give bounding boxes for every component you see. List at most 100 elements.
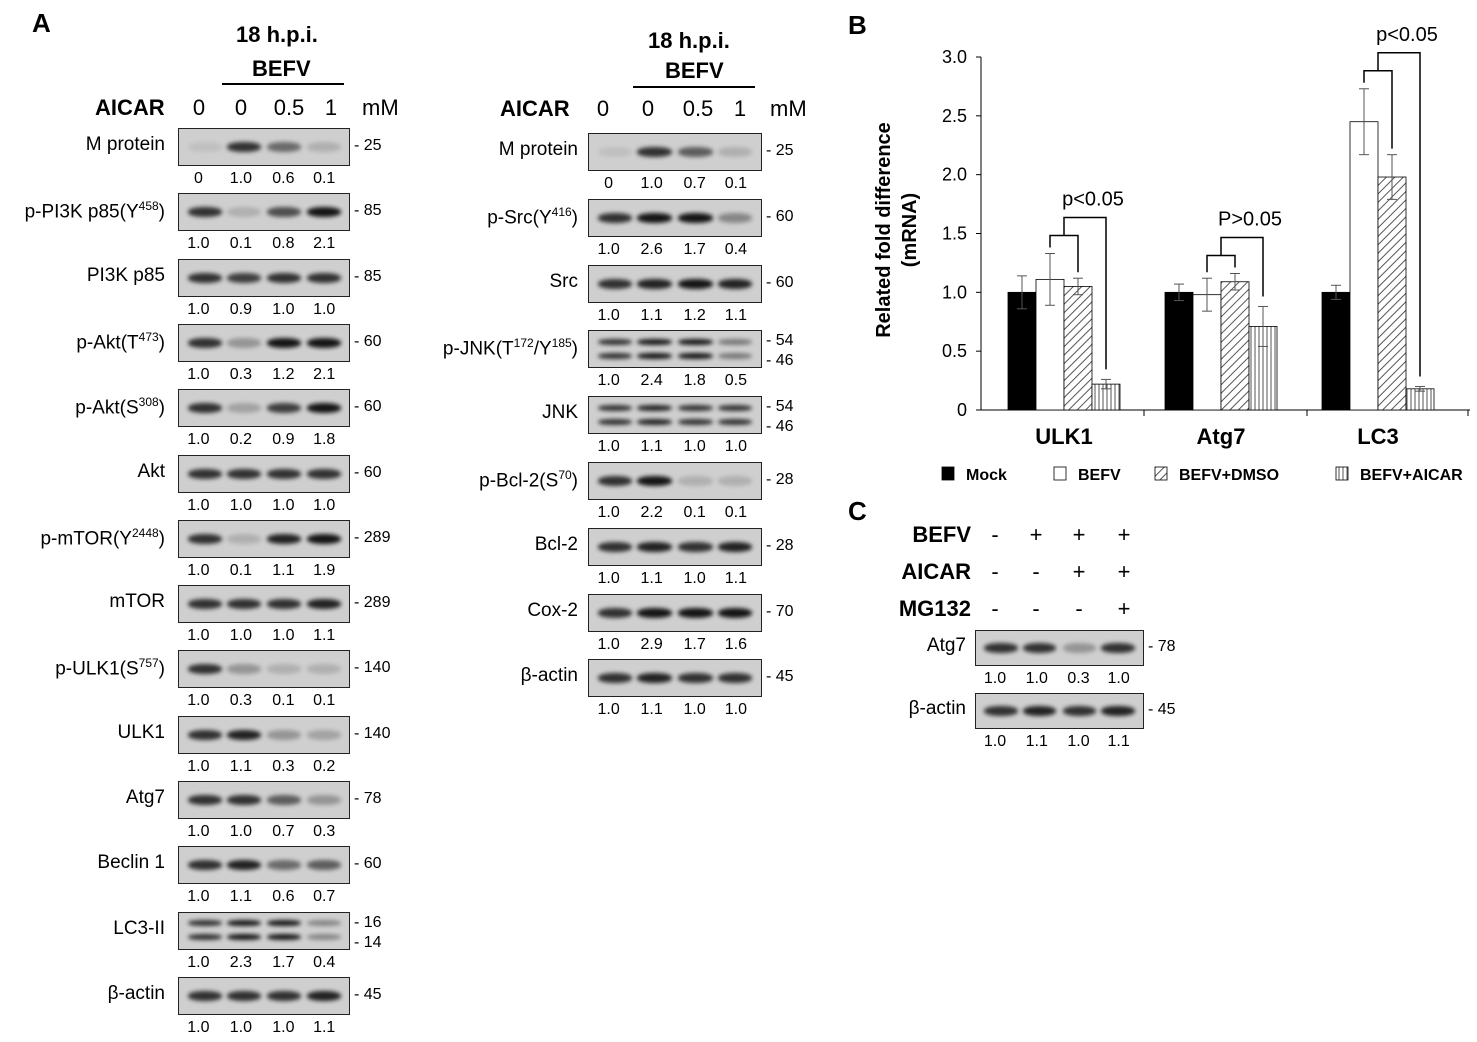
molecular-weight-marker: - 78 (354, 790, 382, 807)
blot-band (984, 706, 1018, 716)
bar (1349, 121, 1379, 411)
blot-band (718, 476, 753, 486)
blot-label: JNK (542, 402, 578, 424)
blot-band (187, 664, 222, 675)
blot-label: p-PI3K p85(Y458) (24, 199, 165, 223)
blot-band (306, 920, 341, 927)
treatment-sign: + (1117, 522, 1131, 547)
quant-value: 0.4 (724, 240, 748, 258)
quant-value: 1.0 (187, 953, 210, 971)
blot-band (306, 403, 341, 414)
blot-band (637, 352, 672, 359)
blot-band (226, 142, 261, 152)
blot-band (226, 403, 261, 414)
quant-value: 0.1 (683, 504, 706, 521)
blot-band (597, 339, 632, 346)
quant-value: 1.0 (187, 431, 210, 449)
blot-image (588, 659, 762, 698)
molecular-weight-marker: - 54 (766, 398, 794, 416)
blot-band (1022, 706, 1057, 716)
quant-value: 0.2 (313, 757, 336, 775)
blot-band (226, 272, 261, 283)
quant-value: 1.0 (187, 561, 210, 579)
quant-value: 1.0 (683, 569, 706, 587)
molecular-weight-marker: - 140 (354, 659, 391, 677)
blot-band (306, 337, 341, 348)
blot-band (1101, 706, 1135, 716)
quant-value: 1.7 (683, 635, 706, 653)
blot-image (178, 128, 350, 166)
blot-band (267, 272, 302, 283)
quant-value: 1.0 (229, 823, 253, 840)
molecular-weight-marker: - 60 (354, 855, 382, 873)
quant-value: 1.0 (724, 438, 748, 456)
y-tick-label: 2.0 (942, 165, 967, 185)
treatment-sign: - (991, 522, 999, 547)
sign-row: -+++ (0, 522, 1200, 550)
significance-bracket (1063, 216, 1107, 370)
quant-value: 0 (604, 175, 614, 192)
molecular-weight-marker: - 60 (354, 463, 382, 481)
treatment-label: AICAR (901, 559, 971, 584)
dose-label: 0.5 (682, 96, 714, 121)
blot-band (226, 860, 261, 871)
quant-value: 1.0 (187, 757, 210, 775)
blot-band (226, 599, 261, 610)
blot-band (718, 212, 753, 223)
blot-label: p-Src(Y416) (487, 204, 578, 229)
blot-band (226, 729, 261, 740)
blot-band (226, 468, 261, 479)
blot-band (187, 795, 222, 805)
y-axis-label: Related fold difference(mRNA) (873, 122, 921, 338)
molecular-weight-marker: - 28 (766, 471, 794, 488)
blot-band (267, 599, 302, 610)
blot-label: p-Akt(T473) (76, 329, 165, 354)
molecular-weight-marker: - 54 (766, 332, 794, 350)
quant-value: 1.2 (683, 306, 706, 324)
molecular-weight-marker: - 25 (354, 137, 382, 154)
blot-image (178, 911, 350, 950)
blot-band (267, 533, 302, 544)
treatment-sign: - (991, 559, 999, 584)
quant-value: 1.0 (597, 240, 620, 258)
blot-label: β-actin (107, 982, 165, 1004)
blot-image (975, 630, 1144, 666)
quant-value: 1.9 (313, 561, 336, 579)
quant-value: 1.0 (187, 627, 210, 645)
blot-band (1062, 643, 1097, 653)
blot-band (267, 207, 302, 218)
blot-band (1101, 643, 1135, 653)
left-time-label: 18 h.p.i. (236, 22, 318, 47)
quant-value: 1.0 (187, 888, 210, 906)
blot-label: β-actin (520, 665, 578, 687)
molecular-weight-marker: - 85 (354, 202, 382, 220)
quant-value: 1.7 (272, 953, 295, 971)
blot-band (306, 860, 341, 871)
quant-value: 1.0 (597, 701, 620, 719)
blot-image (178, 781, 350, 819)
quant-value: 0.1 (724, 175, 748, 192)
panel-c-letter: C (848, 496, 867, 526)
blot-band (718, 147, 753, 157)
quant-value: 2.9 (640, 635, 663, 653)
y-tick-label: 1.0 (942, 282, 967, 302)
blot-band (267, 142, 302, 152)
blot-band (306, 207, 341, 218)
blot-label: PI3K p85 (86, 264, 165, 286)
quant-value: 2.6 (640, 240, 663, 258)
quant-value: 1.0 (313, 300, 336, 318)
quant-value: 1.1 (313, 627, 336, 645)
quant-value: 1.0 (229, 1018, 253, 1036)
molecular-weight-marker: - 289 (354, 528, 391, 546)
blot-label: M protein (498, 139, 578, 160)
category-label: Atg7 (1197, 424, 1246, 449)
quant-value: 1.0 (640, 175, 663, 192)
blot-image (588, 396, 762, 435)
category-label: ULK1 (1035, 424, 1092, 449)
